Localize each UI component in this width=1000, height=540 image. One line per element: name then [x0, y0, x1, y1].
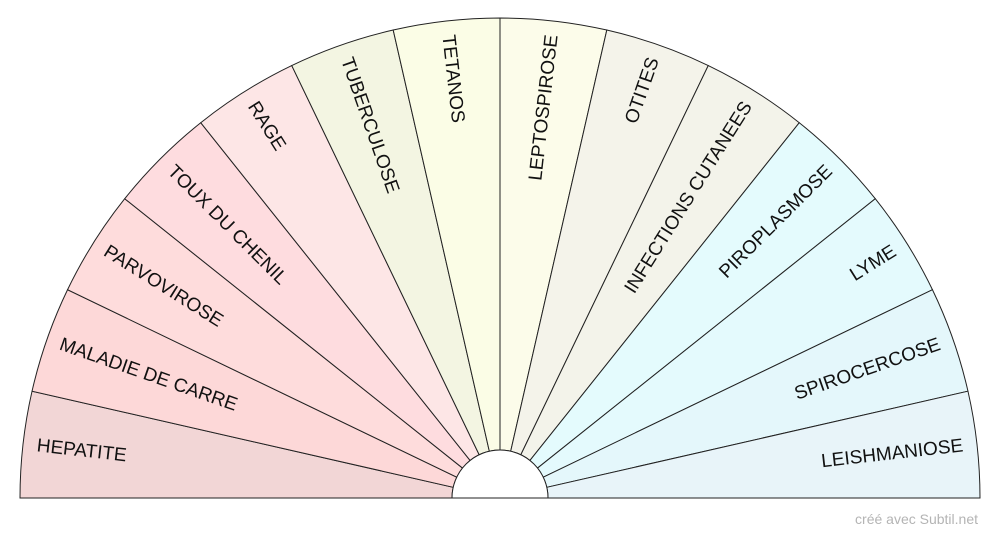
- sectors-layer: [19, 17, 981, 499]
- footer-credit: créé avec Subtil.net: [855, 511, 978, 527]
- center-hub: [451, 449, 549, 499]
